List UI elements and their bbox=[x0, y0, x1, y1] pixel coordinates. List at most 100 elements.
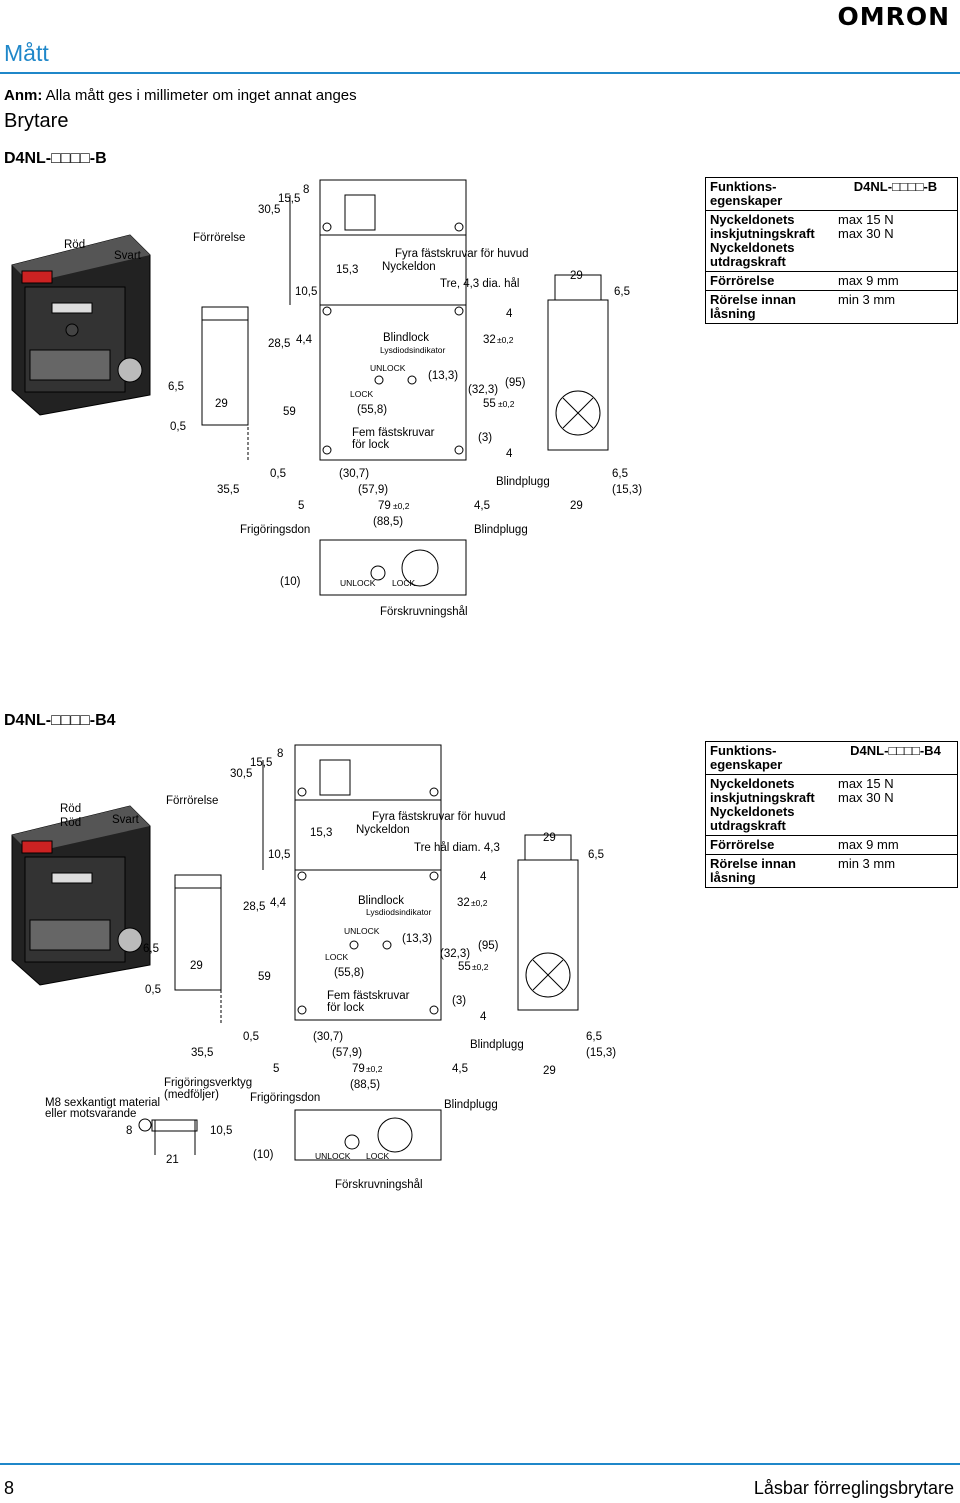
dim: 4,4 bbox=[270, 897, 287, 909]
dim: 6,5 bbox=[586, 1031, 602, 1043]
label-unlock2: UNLOCK bbox=[340, 578, 376, 588]
dim: 59 bbox=[258, 971, 271, 983]
dim: (32,3) bbox=[440, 948, 470, 960]
dim: (88,5) bbox=[373, 516, 403, 528]
dim: 55 bbox=[483, 398, 496, 410]
dim: 4 bbox=[480, 871, 487, 883]
dim: 10,5 bbox=[268, 849, 290, 861]
spec-key-text: Nyckeldonets utdragskraft bbox=[710, 804, 795, 833]
dim: 28,5 bbox=[268, 338, 290, 350]
bottom-view bbox=[319, 539, 467, 596]
dim: 29 bbox=[190, 960, 203, 972]
dim: ±0,2 bbox=[497, 335, 514, 345]
label-rod2: Röd bbox=[60, 817, 81, 829]
dim: 10,5 bbox=[210, 1125, 232, 1137]
dim: 6,5 bbox=[143, 943, 159, 955]
title-rule bbox=[0, 72, 960, 74]
spec-key: Förrörelse bbox=[705, 271, 834, 291]
spec-value: max 9 mm bbox=[834, 271, 958, 291]
label-lock: LOCK bbox=[325, 952, 348, 962]
dim: 15,5 bbox=[278, 193, 300, 205]
right-view-b4 bbox=[517, 834, 579, 1011]
label-lysdiod: Lysdiodsindikator bbox=[366, 907, 432, 917]
dim: (55,8) bbox=[334, 967, 364, 979]
dim: (95) bbox=[505, 377, 526, 389]
right-view bbox=[547, 274, 609, 451]
dim: 29 bbox=[215, 398, 228, 410]
label-frigoring: Frigöringsdon bbox=[240, 524, 310, 536]
dim: (55,8) bbox=[357, 404, 387, 416]
dim: (57,9) bbox=[332, 1047, 362, 1059]
dim: 30,5 bbox=[230, 768, 252, 780]
label-tre: Tre hål diam. 4,3 bbox=[414, 842, 500, 854]
spec-key: Rörelse innan låsning bbox=[705, 854, 834, 888]
spec-value: min 3 mm bbox=[834, 290, 958, 324]
page-number: 8 bbox=[4, 1478, 15, 1498]
spec-key: Förrörelse bbox=[705, 835, 834, 855]
label-lock2: LOCK bbox=[392, 578, 415, 588]
dim: 30,5 bbox=[258, 204, 280, 216]
label-blindplugg: Blindplugg bbox=[470, 1039, 524, 1051]
label-forrorelse: Förrörelse bbox=[166, 795, 218, 807]
dim: 35,5 bbox=[217, 484, 239, 496]
side-view-b4 bbox=[174, 874, 222, 1025]
spec-key-text: Nyckeldonets inskjutningskraft bbox=[710, 776, 815, 805]
spec-value-text: max 30 N bbox=[838, 790, 894, 805]
dim: 0,5 bbox=[243, 1031, 259, 1043]
dim: 55 bbox=[458, 961, 471, 973]
spec-value-text: max 15 N bbox=[838, 776, 894, 791]
label-fem1: Fem fästskruvar bbox=[352, 427, 435, 439]
side-view bbox=[201, 306, 249, 460]
dim: 29 bbox=[570, 270, 583, 282]
label-svart: Svart bbox=[114, 250, 142, 262]
spec-key: Rörelse innan låsning bbox=[705, 290, 834, 324]
dim: 0,5 bbox=[170, 421, 186, 433]
dim: ±0,2 bbox=[471, 898, 488, 908]
dim: 59 bbox=[283, 406, 296, 418]
label-nyckeldon: Nyckeldon bbox=[382, 261, 436, 273]
label-unlock2: UNLOCK bbox=[315, 1151, 351, 1161]
spec-head-k1: Funktions- bbox=[710, 743, 777, 758]
dim: (10) bbox=[280, 576, 301, 588]
dim: ±0,2 bbox=[498, 399, 515, 409]
dim: ±0,2 bbox=[393, 501, 410, 511]
dim: (15,3) bbox=[612, 484, 642, 496]
bottom-view-b4 bbox=[294, 1109, 442, 1161]
dim: 4,5 bbox=[452, 1063, 468, 1075]
label-blindplugg: Blindplugg bbox=[496, 476, 550, 488]
label-blindlock: Blindlock bbox=[383, 332, 429, 344]
label-rod1: Röd bbox=[60, 803, 81, 815]
label-nyckeldon: Nyckeldon bbox=[356, 824, 410, 836]
label-fem2: för lock bbox=[327, 1002, 364, 1014]
dim: 28,5 bbox=[243, 901, 265, 913]
dim: (88,5) bbox=[350, 1079, 380, 1091]
spec-key-text: Nyckeldonets utdragskraft bbox=[710, 240, 795, 269]
spec-head-k1: Funktions- bbox=[710, 179, 777, 194]
label-lock2: LOCK bbox=[366, 1151, 389, 1161]
section-title: Brytare bbox=[4, 110, 69, 132]
label-fyra: Fyra fästskruvar för huvud bbox=[395, 248, 529, 260]
spec-value-text: max 15 N bbox=[838, 212, 894, 227]
dim: 32 bbox=[457, 897, 470, 909]
label-unlock: UNLOCK bbox=[344, 926, 380, 936]
dim: 29 bbox=[543, 1065, 556, 1077]
dim: 79 bbox=[352, 1063, 365, 1075]
dimension-drawing-b4: Röd Röd Svart Förrörelse 29 6,5 0,5 8 15… bbox=[11, 744, 616, 1191]
note-text: Alla mått ges i millimeter om inget anna… bbox=[45, 87, 357, 104]
dim: 6,5 bbox=[168, 381, 184, 393]
front-view bbox=[289, 179, 467, 461]
spec-head-k2: egenskaper bbox=[710, 193, 783, 208]
dim: (10) bbox=[253, 1149, 274, 1161]
dim: 10,5 bbox=[295, 286, 317, 298]
product-photo-b4 bbox=[11, 805, 151, 986]
dim: ±0,2 bbox=[472, 962, 489, 972]
front-view-b4 bbox=[262, 744, 442, 1021]
spec-table-b: Funktions-egenskaper D4NL-□□□□-B Nyckeld… bbox=[705, 177, 958, 324]
dim: (32,3) bbox=[468, 384, 498, 396]
spec-key-text: Nyckeldonets inskjutningskraft bbox=[710, 212, 815, 241]
label-m8b: eller motsvarande bbox=[45, 1108, 136, 1120]
dim: (3) bbox=[452, 995, 466, 1007]
